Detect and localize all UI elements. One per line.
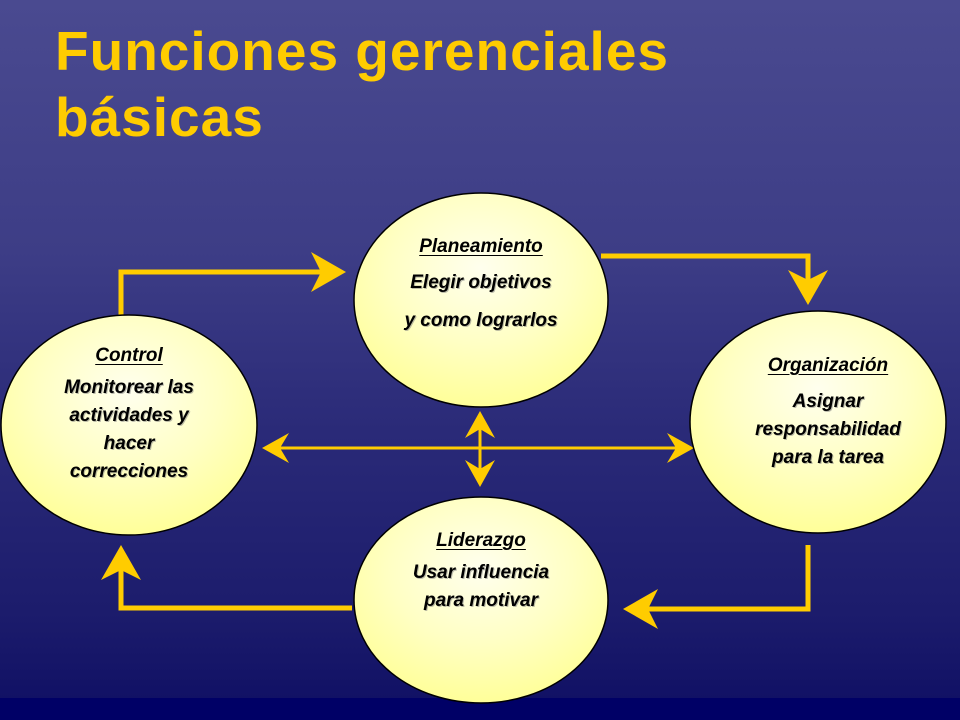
node-organizacion-line-2: responsabilidad — [755, 419, 901, 440]
node-organizacion-heading: Organización — [767, 355, 889, 376]
node-planeamiento-shape — [353, 192, 609, 408]
title-line-2: básicas — [55, 86, 264, 148]
connector-planeamiento-to-organizacion — [601, 253, 828, 305]
connector-liderazgo-to-control — [101, 545, 352, 611]
node-control-line-4: correcciones — [69, 461, 189, 482]
node-liderazgo-line-2: para motivar — [423, 590, 539, 611]
title-line-1: Funciones gerenciales — [55, 20, 669, 82]
node-planeamiento-line-1: Elegir objetivos — [410, 272, 552, 293]
node-control-line-1: Monitorear las — [64, 377, 194, 398]
node-control-heading: Control — [95, 345, 163, 366]
slide-title: Funciones gerenciales básicas — [55, 18, 669, 150]
connector-organizacion-to-liderazgo — [623, 545, 811, 629]
node-planeamiento: Planeamiento Elegir objetivos y como log… — [366, 233, 596, 335]
node-liderazgo-shape — [353, 496, 609, 704]
node-liderazgo-line-1: Usar influencia — [412, 562, 550, 583]
node-control-line-3: hacer — [103, 433, 155, 454]
node-planeamiento-heading: Planeamiento — [419, 236, 543, 257]
node-liderazgo: Liderazgo Usar influencia para motivar — [366, 527, 596, 615]
node-control: Control Monitorear las actividades y hac… — [14, 342, 244, 486]
node-organizacion-line-3: para la tarea — [772, 447, 884, 468]
node-planeamiento-line-2: y como lograrlos — [404, 310, 558, 331]
node-organizacion-line-1: Asignar — [792, 391, 864, 412]
node-liderazgo-heading: Liderazgo — [436, 530, 526, 551]
bottom-band — [0, 698, 960, 720]
connector-control-to-planeamiento — [118, 252, 346, 327]
node-organizacion: Organización Asignar responsabilidad par… — [713, 352, 943, 472]
node-organizacion-shape — [689, 310, 947, 534]
node-control-shape — [0, 314, 258, 536]
node-control-line-2: actividades y — [69, 405, 189, 426]
